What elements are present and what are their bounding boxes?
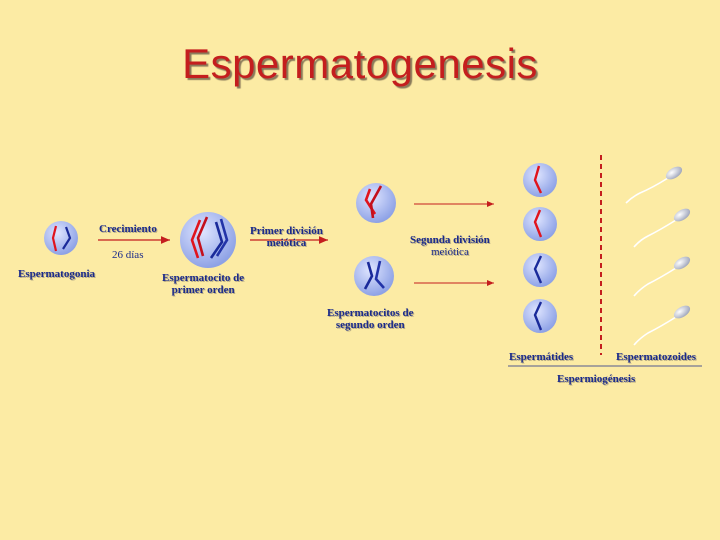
label-primer-division-line2: meiótica — [266, 237, 307, 249]
label-espermatocitos-line2: segundo orden — [335, 319, 405, 331]
label-crecimiento: Crecimiento — [99, 223, 157, 235]
spermatid-cell-4 — [523, 299, 557, 333]
label-espermatocito-line1: Espermatocito de — [162, 272, 245, 284]
secondary-spermatocyte-cell-bottom — [354, 256, 394, 296]
secondary-spermatocyte-cell-top — [356, 183, 396, 223]
label-espermatocitos-line1: Espermatocitos de — [327, 307, 414, 319]
label-espermatocito-primer-orden: Espermatocito de primer orden — [162, 272, 244, 296]
label-primer-division-line1: Primer división — [250, 225, 323, 237]
label-espermatocitos-segundo-orden: Espermatocitos de segundo orden — [327, 307, 413, 331]
label-segunda-division: Segunda división meiótica — [410, 234, 490, 258]
label-espermatogonia: Espermatogonia — [18, 268, 95, 280]
spermatozoon-4 — [633, 305, 691, 346]
slide-title: Espermatogenesis — [182, 40, 538, 87]
label-segunda-division-line1: Segunda división — [410, 234, 490, 246]
label-espermatocito-line2: primer orden — [171, 284, 235, 296]
label-26-dias: 26 días — [112, 249, 144, 261]
spermatid-cell-1 — [523, 163, 557, 197]
label-primer-division: Primer división meiótica — [250, 225, 323, 249]
primary-spermatocyte-cell — [180, 212, 236, 268]
spermatid-cell-3 — [523, 253, 557, 287]
label-espermatozoides: Espermatozoides — [616, 351, 697, 363]
label-espermiogenesis: Espermiogénesis — [557, 373, 636, 385]
label-segunda-division-line2: meiótica — [430, 246, 469, 258]
spermatozoon-2 — [633, 208, 691, 248]
spermatogonia-cell — [44, 221, 78, 255]
spermatid-cell-2 — [523, 207, 557, 241]
spermatozoon-1 — [625, 166, 683, 204]
spermatozoon-3 — [633, 256, 691, 297]
label-espermatidas: Espermátides — [509, 351, 574, 363]
